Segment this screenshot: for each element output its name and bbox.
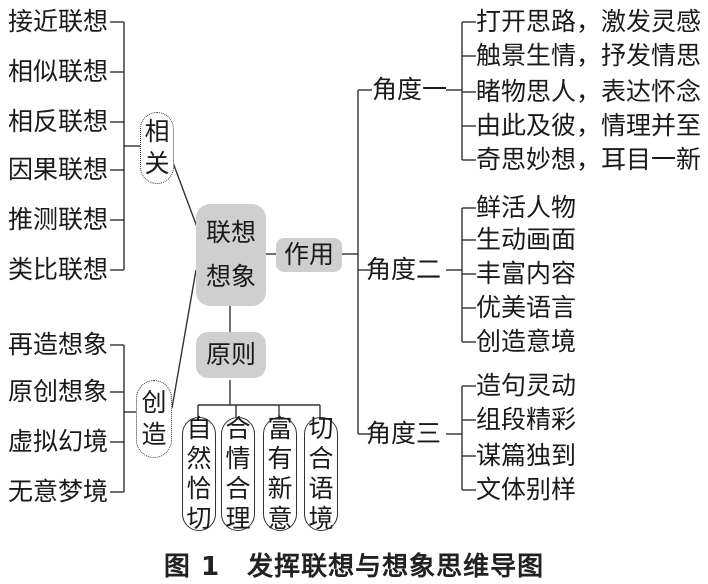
yuanze-node — [196, 332, 266, 378]
left-item-wuyi: 无意梦境 — [8, 477, 109, 506]
xiangguan-char-2: 关 — [144, 149, 170, 178]
figure-caption: 图 1 发挥联想与想象思维导图 — [163, 552, 545, 582]
principle-char: 合 — [225, 474, 251, 503]
chuangzao-char-1: 创 — [141, 388, 167, 417]
angle3-item: 谋篇独到 — [476, 441, 577, 470]
angle1-item: 睹物思人，表达怀念 — [476, 77, 702, 106]
principle-char: 有 — [267, 444, 293, 473]
chuangzao-node: 创 造 — [136, 380, 172, 458]
principle-char: 理 — [225, 504, 251, 533]
angle-3-label: 角度三 — [366, 419, 442, 448]
left-item-tuice: 推测联想 — [8, 205, 109, 234]
angle1-item: 奇思妙想，耳目一新 — [476, 145, 702, 174]
angle2-item: 鲜活人物 — [476, 193, 577, 222]
principle-char: 恰 — [186, 474, 212, 503]
principle-char: 情 — [225, 444, 251, 473]
principle-fuyou: 富 有 新 意 — [263, 414, 297, 533]
principle-qiehe: 切 合 语 境 — [304, 414, 338, 533]
principle-char: 切 — [186, 504, 212, 533]
principle-char: 富 — [267, 414, 293, 443]
angle1-item: 打开思路，激发灵感 — [476, 7, 702, 36]
center-line-1: 联想 — [205, 218, 256, 247]
center-line-2: 想象 — [205, 262, 256, 291]
left-item-xuni: 虚拟幻境 — [8, 427, 109, 456]
zuoyong-node — [276, 238, 342, 272]
zuoyong-label: 作用 — [283, 240, 334, 269]
chuangzao-char-2: 造 — [141, 420, 167, 449]
principle-char: 合 — [308, 444, 334, 473]
principle-char: 切 — [308, 414, 334, 443]
left-item-leibi: 类比联想 — [8, 255, 109, 284]
angle-2-label: 角度二 — [366, 255, 442, 284]
xiangguan-node: 相 关 — [140, 112, 174, 184]
left-item-jiejin: 接近联想 — [8, 7, 109, 36]
principle-char: 新 — [267, 474, 293, 503]
principle-heqing: 合 情 合 理 — [221, 414, 255, 533]
angle3-item: 造句灵动 — [476, 371, 577, 400]
angle2-item: 优美语言 — [476, 293, 577, 322]
angle1-item: 由此及彼，情理并至 — [476, 111, 702, 140]
principle-char: 自 — [186, 414, 212, 443]
angle2-item: 创造意境 — [476, 327, 577, 356]
principle-char: 合 — [225, 414, 251, 443]
angle-1-label: 角度一 — [372, 75, 448, 104]
angle3-item: 组段精彩 — [476, 405, 577, 434]
principle-ziran: 自 然 恰 切 — [182, 414, 216, 533]
left-item-xiangfan: 相反联想 — [8, 107, 109, 136]
angle2-item: 丰富内容 — [476, 259, 577, 288]
xiangguan-char-1: 相 — [144, 117, 170, 146]
left-item-yinguo: 因果联想 — [8, 155, 109, 184]
principle-char: 意 — [267, 504, 293, 533]
principle-char: 然 — [186, 444, 212, 473]
left-item-zaizao: 再造想象 — [8, 330, 109, 359]
yuanze-label: 原则 — [205, 340, 256, 369]
left-item-xiangsi: 相似联想 — [8, 57, 109, 86]
principle-char: 语 — [308, 474, 334, 503]
angle3-item: 文体别样 — [476, 475, 577, 504]
angle1-item: 触景生情，抒发情思 — [476, 41, 702, 70]
center-node — [196, 204, 266, 306]
left-item-yuanchuang: 原创想象 — [8, 377, 109, 406]
angle2-item: 生动画面 — [476, 225, 577, 254]
principle-char: 境 — [308, 504, 334, 533]
